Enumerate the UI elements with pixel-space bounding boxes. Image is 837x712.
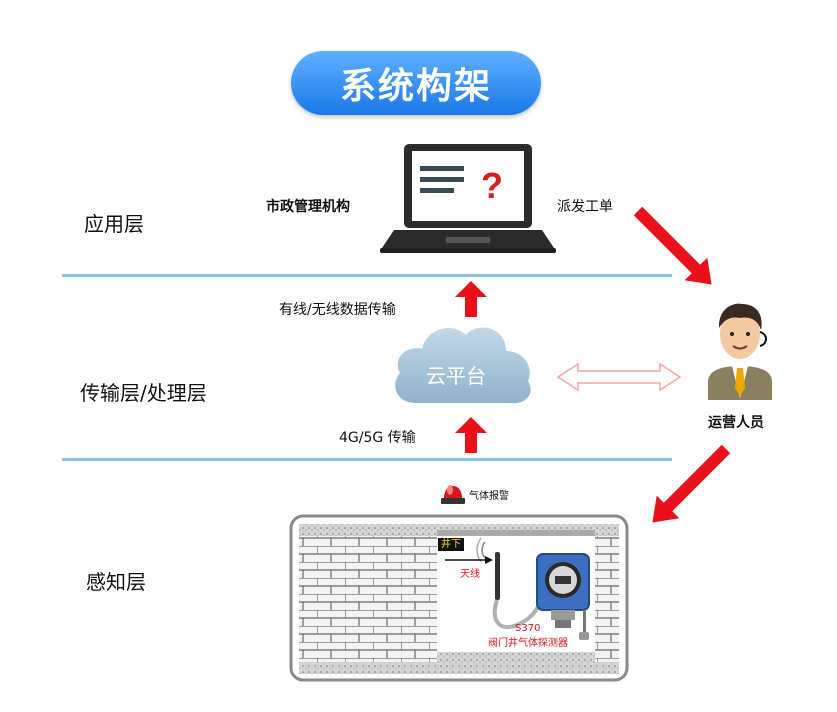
dispatch-label: 派发工单 [557,199,613,215]
alarm-light-icon [441,485,465,504]
detector-name-label: 阀门井气体探测器 [488,638,568,649]
arrow-dispatch-icon [633,206,712,285]
municipal-label: 市政管理机构 [266,199,350,215]
cloud-label: 云平台 [426,364,486,388]
valve-well-scene [289,514,629,682]
layer-label-transport: 传输层/处理层 [80,381,207,405]
arrow-to-site-icon [652,445,731,523]
laptop-question-icon: ? [380,144,556,253]
svg-text:?: ? [481,165,503,206]
gas-alarm-label: 气体报警 [469,491,509,502]
cloud-icon [395,327,531,404]
layer-label-perception: 感知层 [86,570,146,594]
double-arrow-icon [556,362,682,392]
layer-divider-top [62,274,672,277]
detector-model-label: S370 [515,623,541,634]
layer-label-application: 应用层 [84,212,144,236]
page-title: 系统构架 [291,51,541,115]
arrow-up-to-app-icon [455,281,487,317]
underground-tag: 井下 [438,538,464,551]
arrow-up-to-cloud-icon [455,417,487,453]
wired-wireless-label: 有线/无线数据传输 [279,302,396,318]
net-4g5g-label: 4G/5G 传输 [339,430,416,446]
operator-label: 运营人员 [708,415,764,431]
antenna-label: 天线 [460,569,480,580]
layer-divider-bottom [62,458,672,461]
operator-avatar-icon [708,303,772,400]
